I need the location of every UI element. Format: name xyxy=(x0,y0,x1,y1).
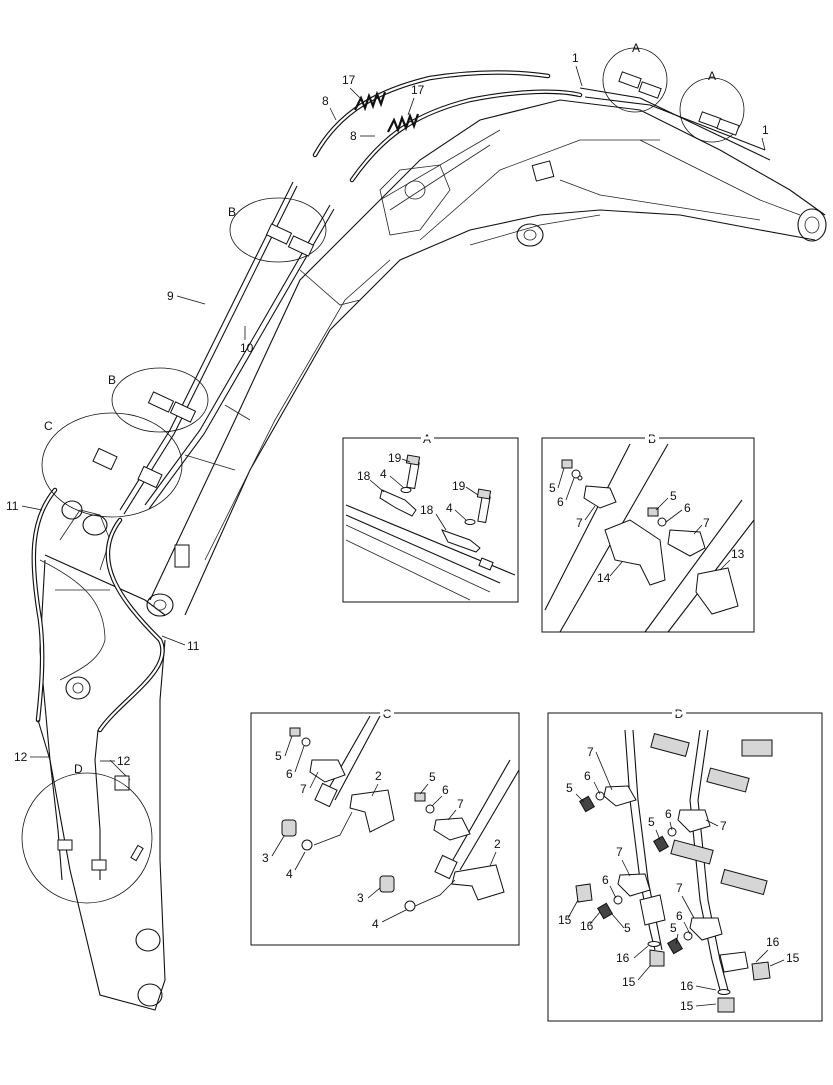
c-label-2-left: 2 xyxy=(375,769,382,783)
d-label-15-d: 15 xyxy=(680,999,694,1013)
d-label-6-b: 6 xyxy=(665,807,672,821)
d-label-16-a: 16 xyxy=(580,919,594,933)
d-label-7-c: 7 xyxy=(616,845,623,859)
d-label-16-d: 16 xyxy=(680,979,694,993)
b-label-13: 13 xyxy=(731,547,745,561)
c-label-7-left: 7 xyxy=(300,782,307,796)
a-label-4-right: 4 xyxy=(446,501,453,515)
c-label-7-right: 7 xyxy=(457,797,464,811)
c-label-5-left: 5 xyxy=(275,749,282,763)
a-label-4-left: 4 xyxy=(380,467,387,481)
label-1-top: 1 xyxy=(572,51,579,65)
label-17-right: 17 xyxy=(411,83,425,97)
a-label-19-right: 19 xyxy=(452,479,466,493)
d-label-6-c: 6 xyxy=(602,873,609,887)
label-11-right: 11 xyxy=(187,639,200,653)
c-label-5-right: 5 xyxy=(429,770,436,784)
c-label-6-left: 6 xyxy=(286,767,293,781)
label-1-right: 1 xyxy=(762,123,769,137)
d-label-6-d: 6 xyxy=(676,909,683,923)
c-label-4-left: 4 xyxy=(286,867,293,881)
callout-b-2: B xyxy=(108,373,116,387)
detail-panel-a: A 19 19 4 4 18 18 xyxy=(342,432,519,603)
callout-c: C xyxy=(44,419,53,433)
c-label-3-left: 3 xyxy=(262,851,269,865)
b-label-6-mid: 6 xyxy=(684,501,691,515)
detail-panel-c: C 5 6 7 2 3 4 5 6 xyxy=(250,707,520,946)
a-label-18-left: 18 xyxy=(357,469,371,483)
hydraulic-lines xyxy=(31,70,771,881)
d-label-7-b: 7 xyxy=(720,819,727,833)
label-8-left: 8 xyxy=(322,94,329,108)
b-label-5-top: 5 xyxy=(549,481,556,495)
callout-a-2: A xyxy=(708,69,716,83)
d-label-7-a: 7 xyxy=(587,745,594,759)
a-label-19-left: 19 xyxy=(388,451,402,465)
d-label-15-b: 15 xyxy=(622,975,636,989)
main-labels: 1 1 17 17 8 8 9 10 11 11 12 12 A A B B C… xyxy=(6,41,769,776)
callout-a-1: A xyxy=(632,41,640,55)
c-label-4-right: 4 xyxy=(372,917,379,931)
d-label-16-c: 16 xyxy=(766,935,780,949)
d-label-16-b: 16 xyxy=(616,951,630,965)
b-label-14: 14 xyxy=(597,571,611,585)
b-label-5-mid: 5 xyxy=(670,489,677,503)
detail-panel-d: D 7 6 5 xyxy=(547,707,823,1022)
b-label-7-mid: 7 xyxy=(703,516,710,530)
c-label-6-right: 6 xyxy=(442,783,449,797)
b-label-6-top: 6 xyxy=(557,495,564,509)
label-12-right: 12 xyxy=(117,754,131,768)
d-label-15-a: 15 xyxy=(558,913,572,927)
label-17-left: 17 xyxy=(342,73,356,87)
b-label-7-top: 7 xyxy=(576,516,583,530)
d-label-7-d: 7 xyxy=(676,881,683,895)
label-9: 9 xyxy=(167,289,174,303)
d-label-5-c: 5 xyxy=(624,921,631,935)
c-label-3-right: 3 xyxy=(357,891,364,905)
label-12-left: 12 xyxy=(14,750,28,764)
d-label-5-a: 5 xyxy=(566,781,573,795)
boom-structure xyxy=(39,99,827,1011)
d-label-5-b: 5 xyxy=(648,815,655,829)
label-11-left: 11 xyxy=(6,499,19,513)
label-8-right: 8 xyxy=(350,129,357,143)
label-10: 10 xyxy=(240,341,254,355)
c-label-2-right: 2 xyxy=(494,837,501,851)
a-label-18-right: 18 xyxy=(420,503,434,517)
detail-panel-b: B 5 6 7 5 6 7 14 13 xyxy=(541,432,755,633)
d-label-15-c: 15 xyxy=(786,951,800,965)
d-label-6-a: 6 xyxy=(584,769,591,783)
callout-b-1: B xyxy=(228,205,236,219)
callout-d: D xyxy=(74,762,83,776)
d-label-5-d: 5 xyxy=(670,921,677,935)
circle-callouts xyxy=(21,47,745,904)
